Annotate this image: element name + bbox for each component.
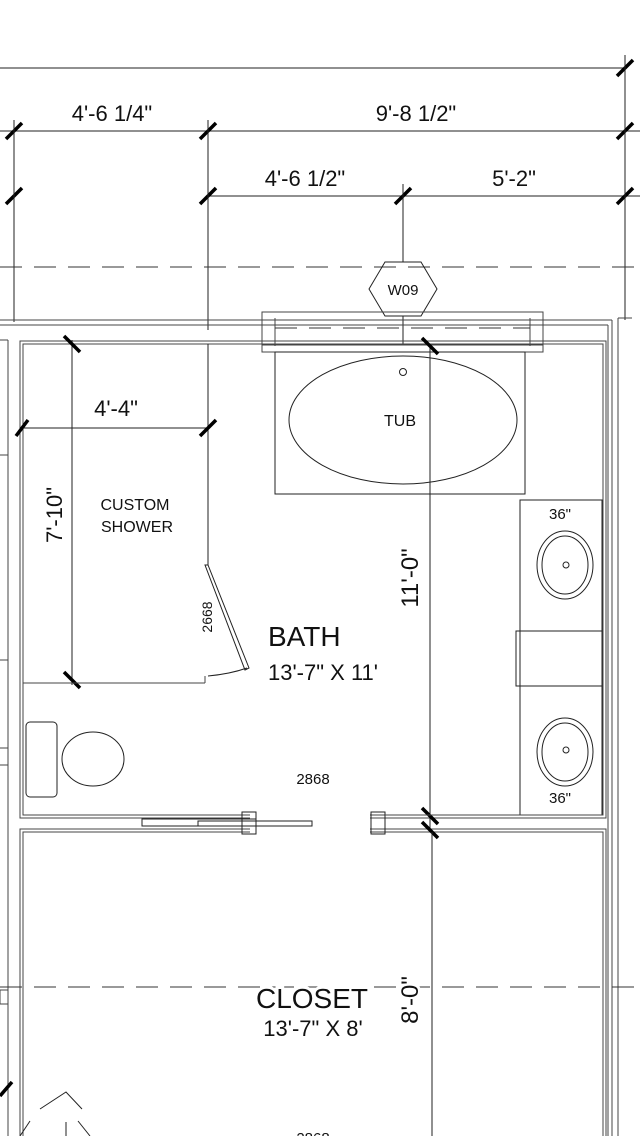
closet-room-name: CLOSET (256, 983, 368, 1014)
bath-room-size: 13'-7" X 11' (268, 660, 378, 685)
shower-label-1: CUSTOM (100, 497, 169, 514)
tub-label: TUB (384, 413, 416, 430)
dim-shower-depth: 7'-10" (42, 487, 67, 543)
dim-closet-depth: 8'-0" (397, 976, 424, 1024)
dim-shower-width: 4'-4" (94, 396, 138, 421)
window-tag: W09 (368, 261, 438, 317)
vanity-bottom-size: 36" (549, 790, 571, 807)
north-arrow-icon (19, 1091, 91, 1136)
window-tag-label: W09 (388, 282, 419, 299)
sliding-door (141, 811, 603, 835)
shower (14, 334, 250, 690)
vanity (515, 499, 603, 816)
shower-label-2: SHOWER (101, 519, 173, 536)
closet-room-size: 13'-7" X 8' (263, 1016, 362, 1041)
bath-door-tag: 2868 (296, 771, 329, 788)
shower-door-tag: 2668 (199, 601, 215, 632)
bathtub (274, 351, 526, 495)
closet-door-tag: 2868 (296, 1130, 329, 1136)
dim-top-left: 4'-6 1/4" (72, 101, 153, 126)
walls (0, 317, 632, 1136)
dim-second-right: 5'-2" (492, 166, 536, 191)
dim-top-right: 9'-8 1/2" (376, 101, 457, 126)
bath-room-name: BATH (268, 621, 341, 652)
vanity-top-size: 36" (549, 506, 571, 523)
dim-bath-depth: 11'-0" (397, 548, 424, 607)
toilet (25, 721, 125, 798)
dimension-lines (0, 55, 640, 345)
dim-second-left: 4'-6 1/2" (265, 166, 346, 191)
